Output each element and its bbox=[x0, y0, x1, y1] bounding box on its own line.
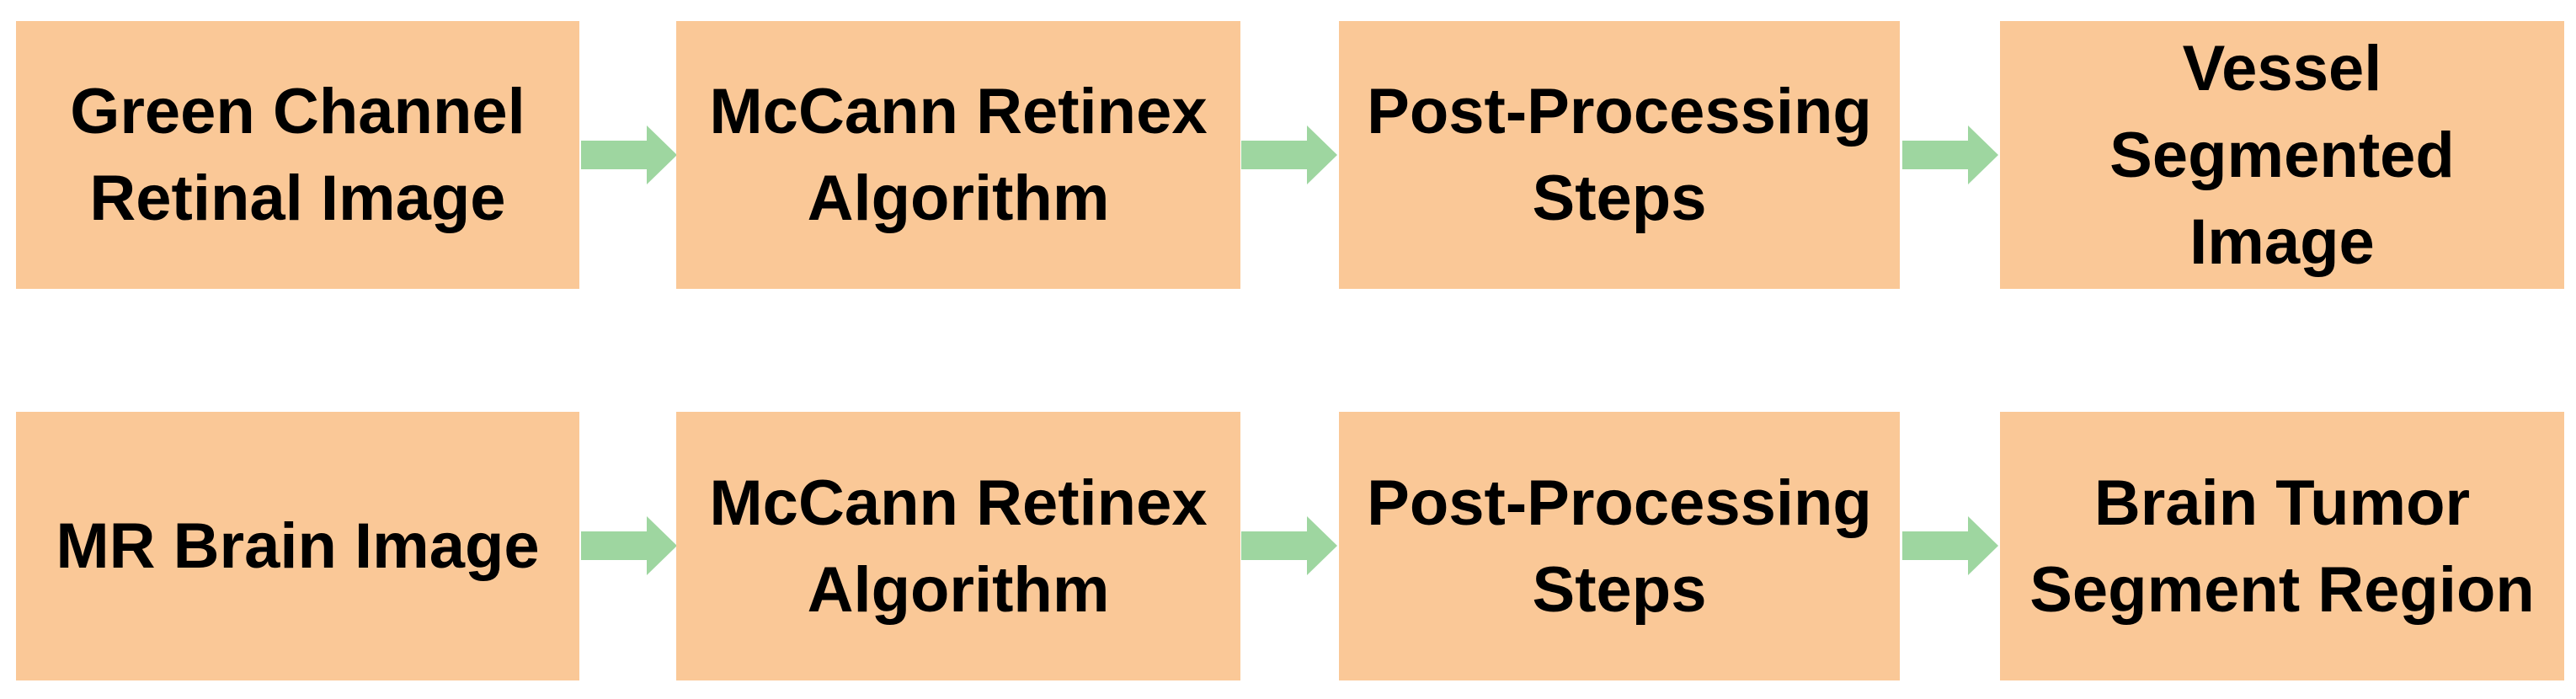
flow-box-label: Green Channel Retinal Image bbox=[70, 76, 525, 234]
arrow-shaft bbox=[1241, 531, 1307, 560]
arrow-head bbox=[1307, 125, 1337, 184]
flow-box-mccann-retinex-algorithm-bottom: McCann Retinex Algorithm bbox=[676, 412, 1240, 680]
arrow-right-icon bbox=[1241, 125, 1337, 184]
arrow-right-icon bbox=[581, 125, 677, 184]
flow-box-green-channel-retinal-image: Green Channel Retinal Image bbox=[16, 21, 579, 289]
arrow-head bbox=[647, 516, 677, 575]
flow-box-label: Post-Processing Steps bbox=[1367, 76, 1872, 234]
flow-box-mr-brain-image: MR Brain Image bbox=[16, 412, 579, 680]
arrow-right-icon bbox=[1241, 516, 1337, 575]
arrow-right-icon bbox=[1902, 516, 1998, 575]
arrow-right-icon bbox=[1902, 125, 1998, 184]
arrow-head bbox=[647, 125, 677, 184]
flow-box-post-processing-steps-top: Post-Processing Steps bbox=[1339, 21, 1900, 289]
flow-box-post-processing-steps-bottom: Post-Processing Steps bbox=[1339, 412, 1900, 680]
flow-box-label: Post-Processing Steps bbox=[1367, 467, 1872, 626]
flow-box-label: Vessel Segmented Image bbox=[2109, 32, 2455, 278]
arrow-head bbox=[1968, 516, 1998, 575]
arrow-shaft bbox=[581, 531, 647, 560]
flow-box-mccann-retinex-algorithm-top: McCann Retinex Algorithm bbox=[676, 21, 1240, 289]
arrow-shaft bbox=[1902, 141, 1968, 169]
flow-box-brain-tumor-segment-region: Brain Tumor Segment Region bbox=[2000, 412, 2564, 680]
flow-box-label: McCann Retinex Algorithm bbox=[709, 467, 1208, 626]
arrow-head bbox=[1307, 516, 1337, 575]
arrow-shaft bbox=[1241, 141, 1307, 169]
arrow-head bbox=[1968, 125, 1998, 184]
arrow-shaft bbox=[581, 141, 647, 169]
flow-box-vessel-segmented-image: Vessel Segmented Image bbox=[2000, 21, 2564, 289]
flow-box-label: McCann Retinex Algorithm bbox=[709, 76, 1208, 234]
flow-box-label: Brain Tumor Segment Region bbox=[2029, 467, 2535, 626]
arrow-shaft bbox=[1902, 531, 1968, 560]
flow-box-label: MR Brain Image bbox=[56, 510, 540, 582]
arrow-right-icon bbox=[581, 516, 677, 575]
